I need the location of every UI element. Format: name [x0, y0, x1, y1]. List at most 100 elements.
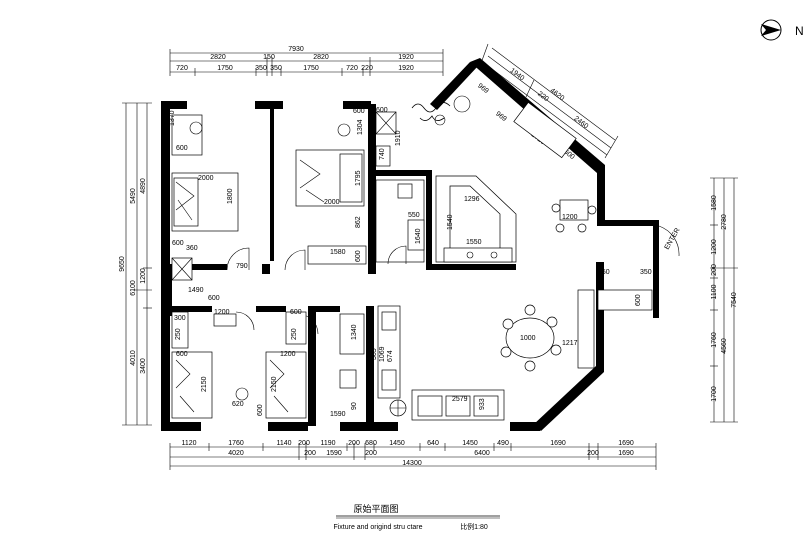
dim-bottom-1-8: 640	[427, 440, 439, 447]
dim-room-4: 600	[172, 240, 184, 247]
dim-right-inner-2: 200	[711, 264, 718, 276]
dim-room-21b: 600	[376, 107, 388, 114]
dim-room-46: 2579	[452, 396, 468, 403]
dim-room-25: 1580	[330, 249, 346, 256]
dim-diag-4: 969	[476, 82, 490, 95]
dim-left-mid-1: 6100	[130, 280, 137, 296]
dim-room-30: 1640	[415, 228, 422, 244]
bedroom-4: 2150 600 1200 250 600	[257, 309, 307, 419]
dim-bottom-1-0: 1120	[181, 440, 196, 447]
dim-room-26: 600	[355, 250, 362, 262]
dim-right-inner-0: 1580	[711, 195, 718, 211]
dining-table: 1000 1217	[500, 289, 595, 372]
dim-room-40: 1340	[351, 324, 358, 340]
dim-bottom-2-3: 200	[365, 450, 377, 457]
dim-bottom-1-5: 200	[348, 440, 360, 447]
kitchen: 550 1640 1296 1540 1550	[375, 175, 517, 265]
dim-diag-3: 220	[536, 90, 550, 103]
entry-label: ENTER	[664, 227, 682, 251]
dim-room-7: 1490	[188, 287, 204, 294]
closet-4	[285, 311, 307, 345]
dim-room-17: 1200	[280, 351, 296, 358]
dim-diag-0: 1940	[509, 67, 526, 82]
dim-room-39: 1217	[562, 340, 578, 347]
dim-room-13: 2150	[201, 376, 208, 392]
dim-right-outer: 7540	[731, 292, 738, 308]
dim-top-3-2: 350	[255, 65, 267, 72]
dim-room-9: 300	[174, 315, 186, 322]
counter-diag	[513, 101, 577, 159]
dim-bottom-2-1: 200	[304, 450, 316, 457]
tub-3	[339, 313, 365, 355]
right-dimensions: 7540 2780 4560 1580 1200 200 1100 1760 1…	[710, 177, 738, 423]
dim-diag-1: 4620	[549, 87, 566, 102]
dim-room-10: 250	[175, 328, 182, 340]
dim-diag-5: 969	[494, 110, 508, 123]
dim-bottom-2-6: 1690	[618, 450, 634, 457]
bed-2-pillow-area	[339, 153, 363, 203]
dim-left-outer: 9650	[119, 256, 126, 272]
toilet-3	[339, 369, 357, 389]
dim-right-mid-1: 4560	[721, 338, 728, 354]
dim-right-inner-4: 1760	[711, 332, 718, 348]
dining-nook: 1200 350 350 600 ENTER	[513, 101, 682, 311]
bathroom-3: 1340 365 1069 674 90 1590	[297, 313, 394, 418]
dim-room-14: 620	[232, 401, 244, 408]
dim-room-45: 1590	[330, 411, 346, 418]
dim-room-15: 2150	[271, 376, 278, 392]
dim-left-inner-2: 3400	[140, 358, 147, 374]
dim-top-overall: 7930	[288, 46, 304, 53]
dim-room-8: 600	[208, 295, 220, 302]
dim-top-2-3: 1920	[398, 54, 414, 61]
dim-top-2-2: 2820	[313, 54, 329, 61]
dim-room-34: 1200	[562, 214, 578, 221]
toilet-1	[375, 145, 391, 167]
dim-bottom-2-0: 4020	[228, 450, 244, 457]
shoe-cabinet	[597, 289, 653, 311]
dim-right-mid-0: 2780	[721, 214, 728, 230]
dim-bottom-1-9: 1450	[462, 440, 478, 447]
dim-room-35: 350	[598, 269, 610, 276]
dim-bottom-1-10: 490	[497, 440, 509, 447]
wardrobe-2	[307, 245, 367, 265]
dim-top-3-1: 1750	[217, 65, 233, 72]
dim-room-2: 2000	[198, 175, 214, 182]
dim-bottom-2-2: 1590	[326, 450, 342, 457]
dim-room-5: 360	[186, 245, 198, 252]
dim-bottom-overall: 14300	[402, 460, 422, 467]
left-dimensions: 9650 5490 6100 4010 4890 1200 3400	[119, 102, 152, 426]
plan-title: 原始平面图	[353, 503, 398, 514]
north-arrow: N	[760, 19, 804, 41]
dim-room-32: 1540	[447, 214, 454, 230]
dim-bottom-1-3: 200	[298, 440, 310, 447]
dim-room-20: 1304	[357, 119, 364, 135]
dim-room-21: 600	[353, 108, 365, 115]
dim-top-2-0: 2820	[210, 54, 226, 61]
dim-right-inner-1: 1200	[711, 239, 718, 255]
dim-bottom-1-1: 1760	[228, 440, 244, 447]
plan-scale: 比例1:80	[460, 522, 488, 531]
bedroom-1: 1370 600 2000 1800 600 360 790	[169, 110, 306, 271]
closet-3	[171, 311, 189, 349]
dim-bottom-1-2: 1140	[276, 440, 291, 447]
dim-left-inner-1: 1200	[140, 268, 147, 284]
dim-top-3-7: 1920	[398, 65, 414, 72]
dim-room-44: 90	[351, 402, 358, 410]
dim-left-inner-0: 4890	[140, 178, 147, 194]
dim-left-mid-0: 5490	[130, 188, 137, 204]
dim-room-12: 600	[176, 351, 188, 358]
dim-room-33: 1550	[466, 239, 482, 246]
dim-room-42: 1069	[379, 346, 386, 362]
plan-subtitle: Fixture and origind stru ctare	[333, 524, 422, 531]
dim-top-3-3: 350	[270, 65, 282, 72]
dim-room-36: 350	[640, 269, 652, 276]
dim-bottom-1-11: 1690	[550, 440, 566, 447]
dim-room-27: 1910	[395, 130, 402, 146]
dim-room-47: 933	[479, 398, 486, 410]
dim-room-24: 862	[355, 216, 362, 228]
dim-room-37: 600	[635, 294, 642, 306]
dim-room-28: 740	[379, 148, 386, 160]
dim-room-29: 550	[408, 212, 420, 219]
dim-top-2-1: 150	[263, 54, 275, 61]
